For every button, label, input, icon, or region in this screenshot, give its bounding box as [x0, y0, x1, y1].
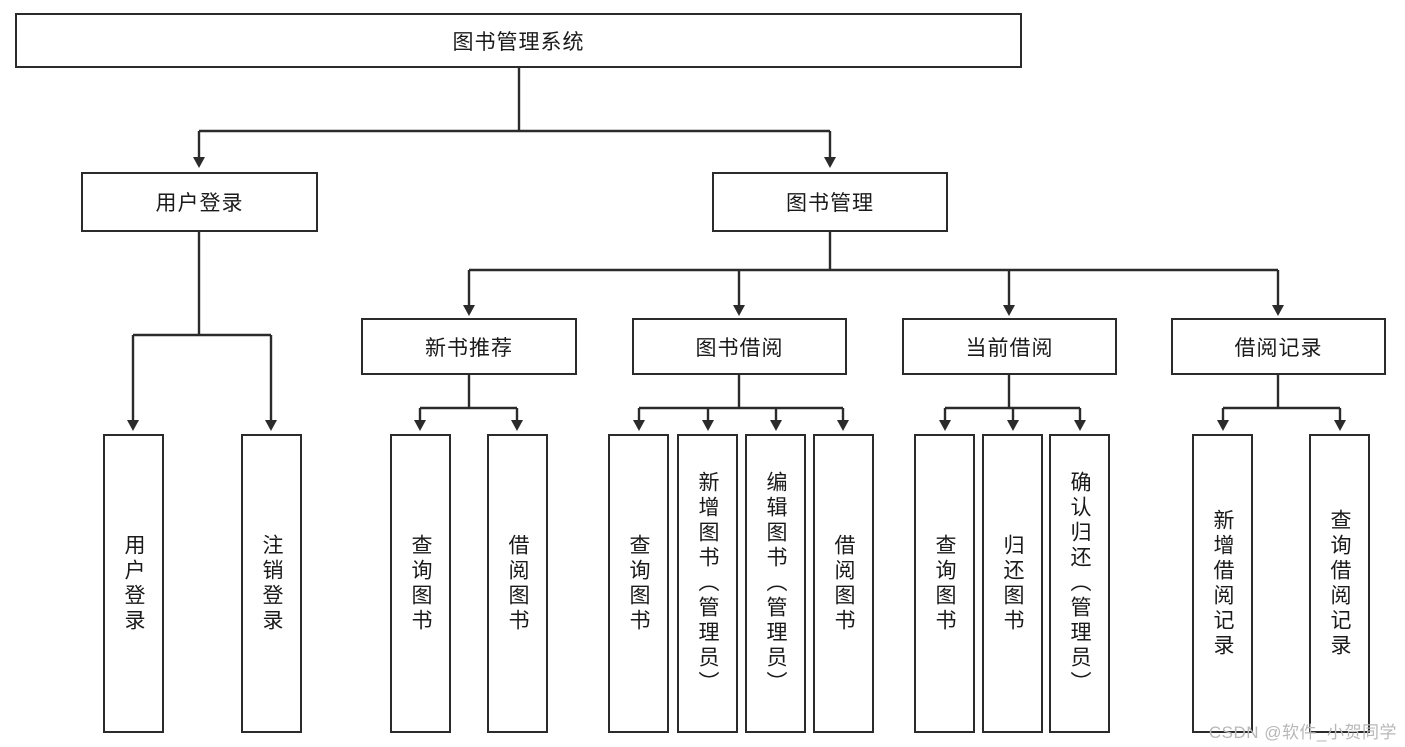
node-borrow-record-label: 借阅记录 — [1234, 336, 1323, 360]
node-book-manage-label: 图书管理 — [786, 192, 874, 215]
node-leaf-query-book-3[interactable]: 查询图书 — [914, 434, 975, 733]
node-new-book-rec[interactable]: 新书推荐 — [361, 318, 577, 375]
node-user-login[interactable]: 用户登录 — [81, 172, 318, 232]
node-root-label: 图书管理系统 — [452, 30, 585, 54]
node-leaf-add-record[interactable]: 新增借阅记录 — [1192, 434, 1253, 733]
node-book-manage[interactable]: 图书管理 — [712, 172, 948, 232]
node-leaf-borrow-book-2-label: 借阅图书 — [832, 533, 855, 634]
node-book-borrow-label: 图书借阅 — [695, 336, 784, 360]
node-leaf-confirm-return[interactable]: 确认归还（管理员） — [1049, 434, 1110, 733]
node-leaf-logout-label: 注销登录 — [260, 533, 283, 634]
node-leaf-query-book-1[interactable]: 查询图书 — [390, 434, 451, 733]
node-leaf-logout[interactable]: 注销登录 — [241, 434, 302, 733]
watermark: CSDN @软件_小贺同学 — [1208, 723, 1397, 742]
node-leaf-query-book-2-label: 查询图书 — [627, 533, 650, 634]
node-borrow-record[interactable]: 借阅记录 — [1171, 318, 1386, 375]
node-current-borrow-label: 当前借阅 — [965, 336, 1054, 360]
node-leaf-query-record[interactable]: 查询借阅记录 — [1309, 434, 1370, 733]
node-leaf-borrow-book-2[interactable]: 借阅图书 — [813, 434, 874, 733]
node-new-book-rec-label: 新书推荐 — [425, 336, 513, 360]
node-leaf-query-book-3-label: 查询图书 — [933, 533, 956, 634]
node-leaf-edit-book-label: 编辑图书（管理员） — [764, 471, 787, 696]
node-leaf-user-login-label: 用户登录 — [122, 533, 145, 634]
node-leaf-add-record-label: 新增借阅记录 — [1211, 508, 1234, 659]
node-book-borrow[interactable]: 图书借阅 — [632, 318, 847, 375]
node-leaf-return-book-label: 归还图书 — [1001, 533, 1024, 634]
node-leaf-borrow-book-1-label: 借阅图书 — [506, 533, 529, 634]
node-current-borrow[interactable]: 当前借阅 — [902, 318, 1117, 375]
node-root[interactable]: 图书管理系统 — [15, 13, 1022, 68]
node-leaf-query-book-2[interactable]: 查询图书 — [608, 434, 669, 733]
node-leaf-add-book[interactable]: 新增图书（管理员） — [677, 434, 738, 733]
node-leaf-user-login[interactable]: 用户登录 — [103, 434, 164, 733]
node-leaf-borrow-book-1[interactable]: 借阅图书 — [487, 434, 548, 733]
node-leaf-query-book-1-label: 查询图书 — [409, 533, 432, 634]
node-leaf-add-book-label: 新增图书（管理员） — [696, 471, 719, 696]
node-leaf-return-book[interactable]: 归还图书 — [982, 434, 1043, 733]
node-leaf-edit-book[interactable]: 编辑图书（管理员） — [745, 434, 806, 733]
node-leaf-query-record-label: 查询借阅记录 — [1328, 508, 1351, 659]
node-leaf-confirm-return-label: 确认归还（管理员） — [1068, 471, 1091, 696]
node-user-login-label: 用户登录 — [155, 192, 244, 215]
